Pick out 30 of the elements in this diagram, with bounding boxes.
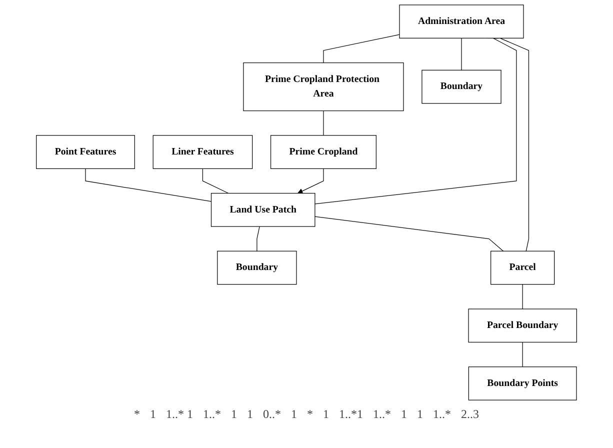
node-box: Prime Cropland xyxy=(270,135,376,169)
connector xyxy=(202,168,229,194)
node-box: Parcel Boundary xyxy=(468,308,577,343)
multiplicity-label: 1 xyxy=(417,407,423,422)
multiplicity-label: 1..* xyxy=(433,407,451,422)
node-box: Boundary xyxy=(422,70,502,104)
multiplicity-label: 1..* 1 xyxy=(166,407,193,422)
multiplicity-label: * xyxy=(134,407,140,422)
connector xyxy=(85,168,212,202)
multiplicity-label: 1..*1 xyxy=(339,407,363,422)
node-box: Boundary xyxy=(217,250,297,285)
multiplicity-label: 1 xyxy=(231,407,237,422)
multiplicity-label: 1..* xyxy=(203,407,221,422)
multiplicity-label: 1 xyxy=(401,407,407,422)
node-box: Liner Features xyxy=(152,135,253,169)
multiplicity-label: 0..* xyxy=(263,407,281,422)
multiplicity-label: 1 xyxy=(323,407,329,422)
multiplicity-label: 2..3 xyxy=(461,407,479,422)
node-box: Boundary Points xyxy=(468,366,577,400)
node-box: Parcel xyxy=(490,250,555,285)
node-box: Point Features xyxy=(36,135,135,169)
multiplicity-label: 1 xyxy=(150,407,156,422)
multiplicity-label: 1 xyxy=(247,407,253,422)
node-box: Prime Cropland Protection Area xyxy=(243,62,404,112)
node-box: Administration Area xyxy=(399,4,524,38)
multiplicity-label: 1 xyxy=(291,407,297,422)
multiplicity-label: * xyxy=(307,407,313,422)
arrow xyxy=(298,168,324,194)
multiplicity-label: 1..* xyxy=(373,407,391,422)
node-box: Land Use Patch xyxy=(210,192,316,227)
